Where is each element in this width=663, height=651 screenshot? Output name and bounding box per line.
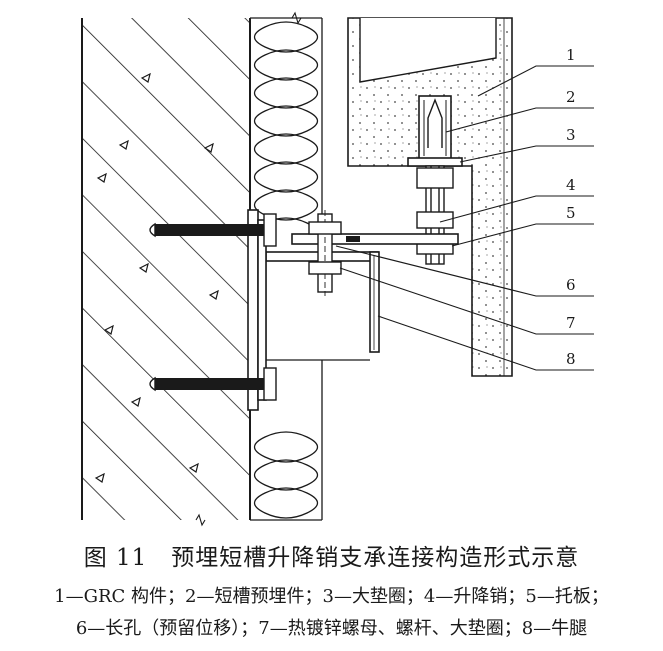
callout-5: 5 — [566, 204, 576, 222]
anchor-bolt-lower — [149, 367, 277, 401]
callout-numbers: 1 2 3 4 5 6 7 8 — [566, 46, 576, 368]
callout-6: 6 — [566, 276, 576, 294]
callout-3: 3 — [566, 126, 576, 144]
construction-diagram: 1 2 3 4 5 6 7 8 — [81, 11, 594, 527]
callout-1: 1 — [566, 46, 576, 64]
callout-7: 7 — [566, 314, 576, 332]
figure-legend-line-1: 1—GRC 构件；2—短槽预埋件；3—大垫圈；4—升降销；5—托板； — [54, 586, 609, 607]
anchor-bolt-upper — [149, 213, 277, 247]
figure-title: 图 11 预埋短槽升降销支承连接构造形式示意 — [83, 545, 580, 571]
callout-4: 4 — [566, 176, 576, 194]
wall-anchor-plate — [247, 209, 267, 411]
figure-legend-line-2: 6—长孔（预留位移）；7—热镀锌螺母、螺杆、大垫圈；8—牛腿 — [75, 618, 588, 639]
callout-2: 2 — [566, 88, 576, 106]
concrete-wall — [81, 18, 251, 520]
grc-component — [347, 17, 513, 377]
support-plate — [291, 233, 459, 245]
long-slot — [346, 236, 360, 242]
galvanized-bolt-set — [308, 210, 342, 296]
large-washer — [407, 157, 463, 167]
leader-lines — [335, 65, 594, 371]
callout-8: 8 — [566, 350, 576, 368]
